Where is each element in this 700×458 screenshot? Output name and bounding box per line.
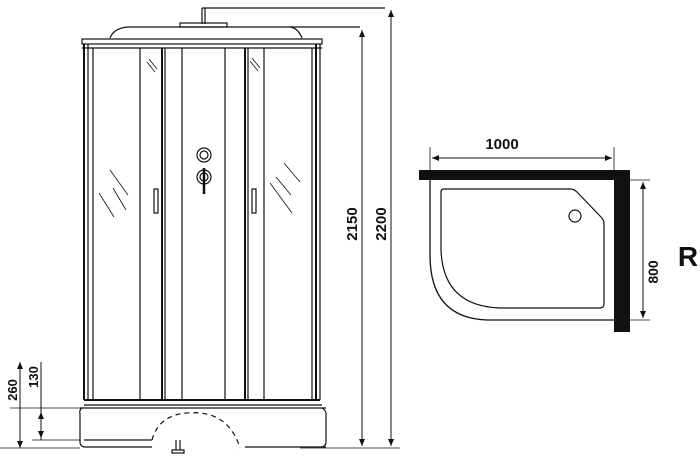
right-door-handle: [251, 188, 257, 214]
top-rail: [81, 38, 323, 45]
plan-view: [419, 147, 650, 332]
dim-1000-label: 1000: [485, 136, 518, 153]
dim-130-label: 130: [26, 366, 41, 388]
wall-back: [419, 170, 630, 180]
mixer-controls: [196, 147, 212, 194]
left-door-handle: [153, 188, 159, 214]
roof-dome: [109, 26, 303, 39]
dimension-leg-height: 130: [26, 362, 44, 440]
drain-icon: [568, 209, 582, 223]
front-view: [79, 7, 385, 454]
dimension-cabin-height: 2150: [344, 30, 365, 446]
wall-side: [614, 170, 630, 332]
extension-lines: [0, 407, 400, 449]
top-pipe: [201, 7, 385, 24]
tray-access-arc: [151, 412, 241, 449]
dim-2150-label: 2150: [344, 207, 361, 240]
orientation-label: R: [678, 241, 698, 272]
adjustable-leg: [171, 440, 185, 454]
dim-2200-label: 2200: [373, 207, 390, 240]
glass-reflections: [98, 57, 301, 218]
dimension-tray-height: 260: [5, 362, 23, 448]
dimension-total-height: 2200: [373, 10, 394, 446]
dim-800-label: 800: [645, 260, 661, 284]
tray-inner: [440, 188, 605, 309]
shower-tray: [79, 407, 327, 448]
tray-outline: [429, 180, 614, 321]
dim-260-label: 260: [5, 379, 20, 401]
